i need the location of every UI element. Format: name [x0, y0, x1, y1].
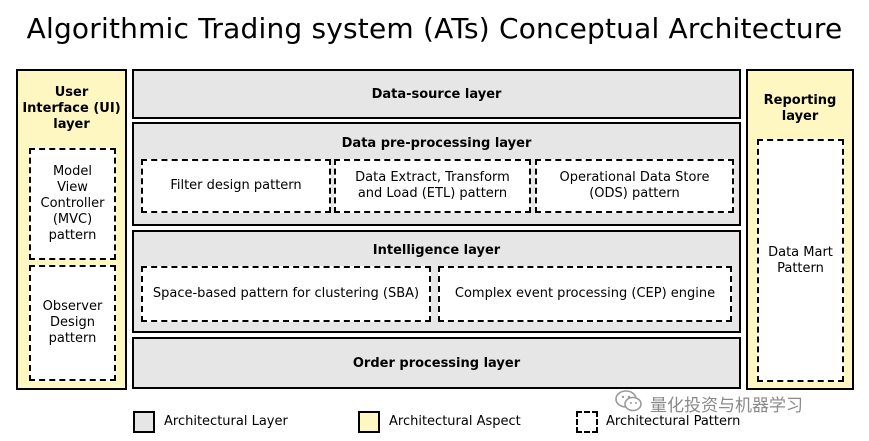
preprocessing-layer: Data pre-processing layer Filter design …	[132, 122, 741, 226]
ui-aspect-label: User Interface (UI) layer	[22, 85, 121, 132]
legend-pattern-label: Architectural Pattern	[606, 414, 741, 429]
observer-pattern-box: Observer Design pattern	[29, 265, 116, 381]
diagram-title: Algorithmic Trading system (ATs) Concept…	[26, 12, 843, 45]
order-processing-layer-label: Order processing layer	[352, 355, 521, 371]
watermark-text: 量化投资与机器学习	[650, 396, 803, 416]
sba-pattern-box: Space-based pattern for clustering (SBA)	[141, 266, 431, 322]
filter-pattern-box: Filter design pattern	[141, 159, 331, 213]
etl-pattern-label: Data Extract, Transform and Load (ETL) p…	[355, 170, 510, 201]
data-mart-pattern-box: Data Mart Pattern	[757, 139, 844, 382]
legend-aspect-label: Architectural Aspect	[389, 414, 521, 429]
legend-pattern-swatch	[576, 411, 598, 433]
legend-aspect-swatch	[358, 411, 380, 433]
cep-pattern-box: Complex event processing (CEP) engine	[438, 266, 732, 322]
data-mart-pattern-label: Data Mart Pattern	[768, 244, 833, 276]
order-processing-layer: Order processing layer	[132, 337, 741, 389]
legend-layer-swatch	[133, 411, 155, 433]
filter-pattern-label: Filter design pattern	[170, 178, 302, 193]
etl-pattern-box: Data Extract, Transform and Load (ETL) p…	[334, 159, 531, 213]
mvc-pattern-box: Model View Controller (MVC) pattern	[29, 148, 116, 260]
intelligence-layer: Intelligence layer Space-based pattern f…	[132, 230, 741, 333]
ui-aspect-box: User Interface (UI) layer Model View Con…	[16, 69, 127, 390]
data-source-layer-label: Data-source layer	[371, 86, 502, 102]
preprocessing-layer-label: Data pre-processing layer	[341, 136, 532, 151]
observer-pattern-label: Observer Design pattern	[42, 299, 103, 346]
data-source-layer: Data-source layer	[132, 69, 741, 119]
ods-pattern-box: Operational Data Store (ODS) pattern	[535, 159, 734, 213]
reporting-aspect-box: Reporting layer Data Mart Pattern	[746, 69, 854, 390]
legend-layer-label: Architectural Layer	[164, 414, 288, 429]
sba-pattern-label: Space-based pattern for clustering (SBA)	[152, 286, 420, 301]
cep-pattern-label: Complex event processing (CEP) engine	[454, 286, 716, 301]
reporting-aspect-label: Reporting layer	[763, 93, 837, 124]
mvc-pattern-label: Model View Controller (MVC) pattern	[40, 164, 105, 243]
wechat-icon	[614, 389, 644, 413]
ods-pattern-label: Operational Data Store (ODS) pattern	[559, 170, 710, 201]
intelligence-layer-label: Intelligence layer	[372, 243, 501, 258]
